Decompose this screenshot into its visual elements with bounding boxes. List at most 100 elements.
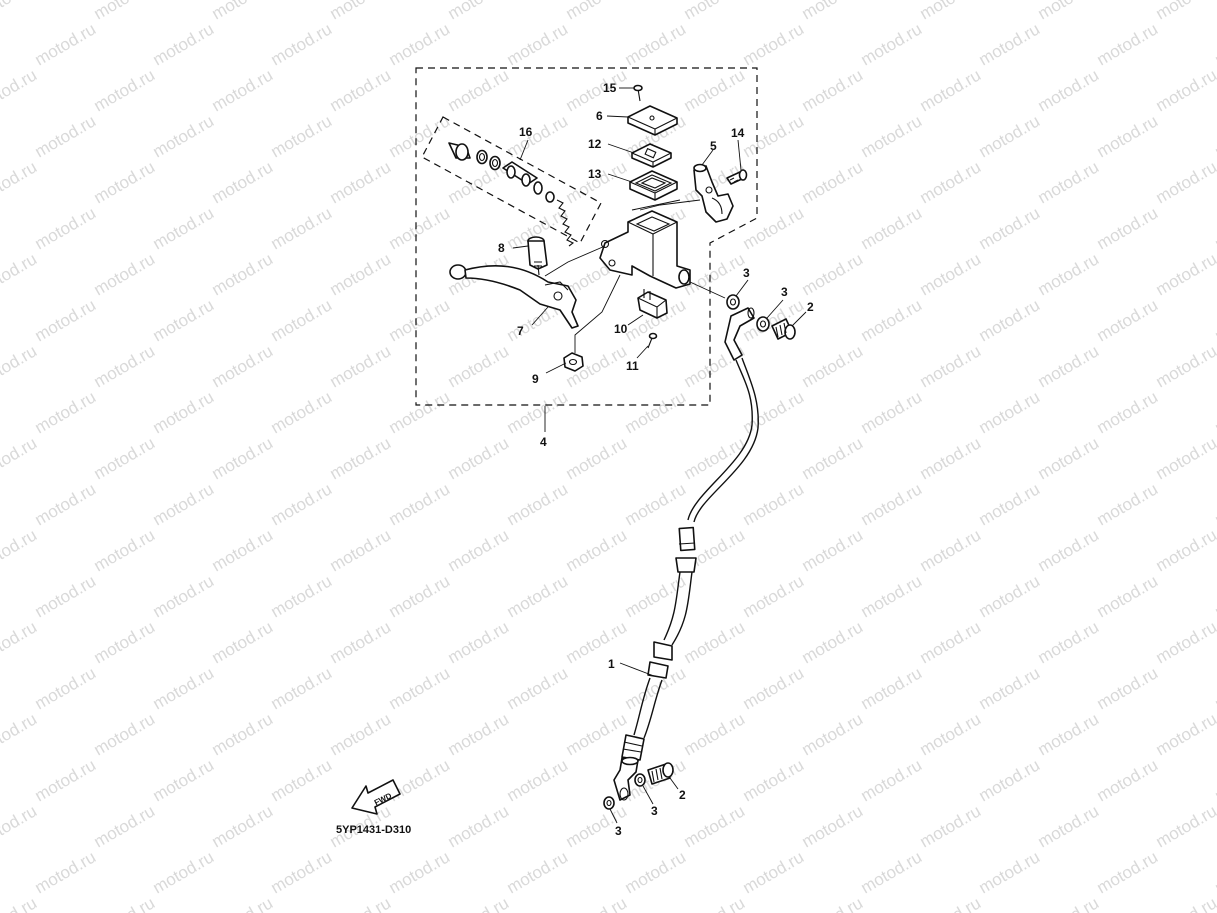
watermark-text: motod.ru	[268, 663, 336, 713]
watermark-text: motod.ru	[327, 617, 395, 667]
watermark-text: motod.ru	[858, 295, 926, 345]
part-7-lever	[449, 264, 579, 329]
watermark-text: motod.ru	[91, 249, 159, 299]
watermark-text: motod.ru	[799, 709, 867, 759]
watermark-text: motod.ru	[563, 525, 631, 575]
watermark-text: motod.ru	[445, 65, 513, 115]
watermark-text: motod.ru	[917, 433, 985, 483]
part-2-banjo-bolt-lower	[647, 762, 674, 785]
watermark-text: motod.ru	[504, 19, 572, 69]
watermark-text: motod.ru	[386, 295, 454, 345]
watermark-text: motod.ru	[1035, 617, 1103, 667]
callout-7: 7	[517, 324, 524, 338]
diagram-code: 5YP1431-D310	[336, 824, 411, 836]
watermark-text: motod.ru	[1212, 295, 1217, 345]
watermark-text: motod.ru	[1094, 663, 1162, 713]
watermark-text: motod.ru	[917, 617, 985, 667]
watermark-text: motod.ru	[917, 525, 985, 575]
watermark-text: motod.ru	[268, 479, 336, 529]
watermark-text: motod.ru	[1094, 387, 1162, 437]
watermark-text: motod.ru	[1035, 249, 1103, 299]
watermark-text: motod.ru	[0, 801, 40, 851]
watermark-text: motod.ru	[209, 249, 277, 299]
watermark-text: motod.ru	[976, 571, 1044, 621]
watermark-text: motod.ru	[740, 203, 808, 253]
watermark-text: motod.ru	[1035, 801, 1103, 851]
watermark-text: motod.ru	[91, 801, 159, 851]
part-8-pivot-bolt	[527, 236, 548, 276]
watermark-text: motod.ru	[504, 663, 572, 713]
watermark-text: motod.ru	[740, 479, 808, 529]
watermark-text: motod.ru	[32, 19, 100, 69]
watermark-text: motod.ru	[1094, 295, 1162, 345]
watermark-text: motod.ru	[622, 387, 690, 437]
seal-kit-outline	[421, 116, 602, 244]
watermark-text: motod.ru	[1035, 65, 1103, 115]
watermark-text: motod.ru	[0, 525, 40, 575]
watermark-text: motod.ru	[386, 663, 454, 713]
watermark-text: motod.ru	[1153, 709, 1217, 759]
watermark-text: motod.ru	[1153, 525, 1217, 575]
watermark-text: motod.ru	[386, 203, 454, 253]
watermark-text: motod.ru	[0, 249, 40, 299]
watermark-text: motod.ru	[1094, 203, 1162, 253]
watermark-text: motod.ru	[1153, 617, 1217, 667]
watermark-text: motod.ru	[799, 525, 867, 575]
watermark-text: motod.ru	[563, 433, 631, 483]
watermark-text: motod.ru	[1094, 571, 1162, 621]
watermark-text: motod.ru	[1212, 111, 1217, 161]
part-16-seal-kit	[448, 142, 575, 247]
watermark-text: motod.ru	[0, 617, 40, 667]
watermark-text: motod.ru	[91, 157, 159, 207]
watermark-text: motod.ru	[858, 203, 926, 253]
watermark-text: motod.ru	[563, 65, 631, 115]
watermark-text: motod.ru	[1153, 157, 1217, 207]
callout-labels: 15 6 12 13 16 5 14 8 7 9 10 11 3 3 2 4 1…	[498, 81, 814, 838]
watermark-text: motod.ru	[1094, 847, 1162, 897]
watermark-text: motod.ru	[681, 709, 749, 759]
callout-3-upper-a: 3	[743, 266, 750, 280]
watermark-text: motod.ru	[504, 847, 572, 897]
watermark-text: motod.ru	[1212, 755, 1217, 805]
watermark-text: motod.ru	[327, 709, 395, 759]
watermark-text: motod.ru	[386, 19, 454, 69]
watermark-text: motod.ru	[917, 893, 985, 913]
watermark-text: motod.ru	[268, 571, 336, 621]
watermark-text: motod.ru	[1094, 755, 1162, 805]
watermark-text: motod.ru	[976, 663, 1044, 713]
watermark-text: motod.ru	[976, 387, 1044, 437]
watermark-text: motod.ru	[445, 893, 513, 913]
watermark-text: motod.ru	[327, 525, 395, 575]
watermark-text: motod.ru	[858, 663, 926, 713]
watermark-text: motod.ru	[209, 709, 277, 759]
watermark-text: motod.ru	[150, 847, 218, 897]
watermark-text: motod.ru	[681, 893, 749, 913]
part-13-diaphragm	[629, 170, 678, 201]
watermark-text: motod.ru	[799, 617, 867, 667]
watermark-text: motod.ru	[1153, 893, 1217, 913]
part-3-washer-lower-a	[634, 773, 646, 787]
watermark-text: motod.ru	[445, 525, 513, 575]
watermark-text: motod.ru	[386, 847, 454, 897]
watermark-text: motod.ru	[1212, 479, 1217, 529]
watermark-text: motod.ru	[504, 479, 572, 529]
callout-3-upper-b: 3	[781, 285, 788, 299]
watermark-text: motod.ru	[799, 249, 867, 299]
watermark-text: motod.ru	[681, 801, 749, 851]
callout-6: 6	[596, 109, 603, 123]
watermark-text: motod.ru	[268, 203, 336, 253]
watermark-text: motod.ru	[0, 157, 40, 207]
watermark-text: motod.ru	[268, 755, 336, 805]
watermark-text: motod.ru	[858, 387, 926, 437]
watermark-text: motod.ru	[858, 111, 926, 161]
watermark-text: motod.ru	[386, 387, 454, 437]
watermark-text: motod.ru	[1212, 203, 1217, 253]
watermark-text: motod.ru	[327, 65, 395, 115]
watermark-text: motod.ru	[504, 571, 572, 621]
watermark-text: motod.ru	[799, 801, 867, 851]
watermark-text: motod.ru	[1153, 341, 1217, 391]
watermark-text: motod.ru	[1035, 0, 1103, 23]
watermark-text: motod.ru	[268, 19, 336, 69]
watermark-text: motod.ru	[563, 617, 631, 667]
